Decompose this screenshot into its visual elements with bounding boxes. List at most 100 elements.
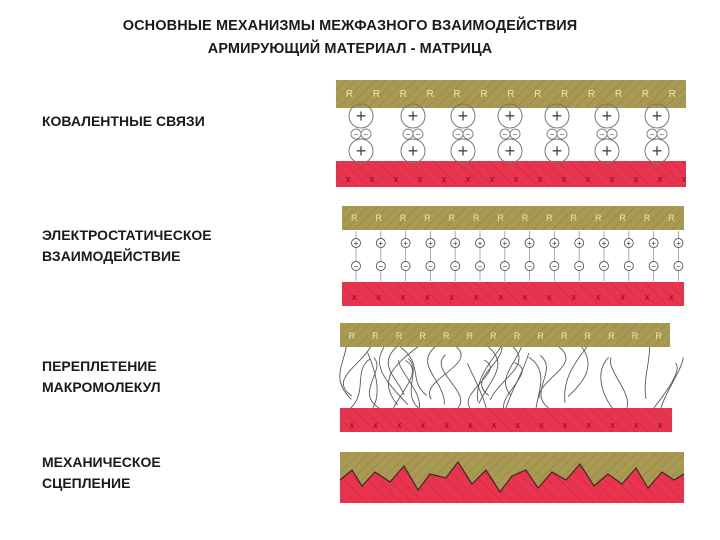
matrix-marker: x [490,174,495,184]
reinforcement-marker: R [507,89,514,100]
atom-circle [594,103,620,129]
positive-ion [425,238,436,248]
label-electrostatic: ЭЛЕКТРОСТАТИЧЕСКОЕ ВЗАИМОДЕЙСТВИЕ [42,225,212,267]
reinforcement-marker: R [546,213,553,223]
minus-charge: − [364,130,369,139]
negative-ion [673,261,684,271]
atom-circle [644,138,670,164]
matrix-marker: x [634,420,639,430]
matrix-marker: x [442,174,447,184]
matrix-marker: x [572,292,577,302]
macromolecule-chain [440,354,461,409]
plus-charge: + [458,106,469,126]
macromolecule-chain [398,360,420,409]
macromolecule-chain [387,346,405,396]
reinforcement-marker: R [372,331,379,341]
label-line: МАКРОМОЛЕКУЛ [42,379,161,395]
minus-charge: − [406,130,411,139]
minus-charge: − [676,262,681,271]
macromolecule-chain [387,346,418,406]
minus-charge: − [378,262,383,271]
matrix-marker: x [658,420,663,430]
macromolecule-chain [489,346,520,401]
reinforcement-marker: R [490,331,497,341]
atom-circle [544,138,570,164]
matrix-marker: x [620,292,625,302]
minus-charge: − [416,130,421,139]
matrix-marker: x [350,420,355,430]
reinforcement-marker: R [480,89,487,100]
matrix-layer-hatch [340,408,672,432]
matrix-layer-hatch [342,282,684,306]
positive-ion [400,238,411,248]
atom-circle [400,103,426,129]
matrix-marker: x [563,420,568,430]
matrix-marker: x [538,174,543,184]
negative-ion [351,261,361,271]
reinforcement-marker: R [669,89,676,100]
reinforcement-marker: R [668,213,675,223]
minus-charge: − [552,262,557,271]
macromolecule-chain [478,346,499,405]
atom-circle [544,103,570,129]
macromolecule-chain [538,346,567,399]
matrix-marker: x [586,174,591,184]
atom-circle [497,103,523,129]
matrix-marker: x [498,292,503,302]
matrix-marker: x [352,292,357,302]
reinforcement-marker: R [632,331,639,341]
negative-ion [475,261,485,271]
reinforcement-marker: R [396,331,403,341]
minus-charge: − [354,130,359,139]
reinforcement-marker: R [588,89,595,100]
atom-circle [644,103,670,129]
reinforcement-marker: R [644,213,651,223]
matrix-marker: x [468,420,473,430]
macromolecule-chain [660,357,684,409]
reinforcement-marker: R [373,89,380,100]
macromolecule-chain [467,363,487,409]
matrix-marker: x [658,174,663,184]
title-line-1: ОСНОВНЫЕ МЕХАНИЗМЫ МЕЖФАЗНОГО ВЗАИМОДЕЙС… [122,18,578,34]
label-line: ВЗАИМОДЕЙСТВИЕ [42,248,181,264]
electron-circle [556,128,568,140]
positive-ion [375,238,386,248]
macromolecule-chain [427,346,445,405]
plus-charge: + [408,106,419,126]
reinforcement-layer-hatch [342,206,684,230]
matrix-marker: x [466,174,471,184]
matrix-marker: x [376,292,381,302]
positive-ion [549,238,560,248]
plus-charge: + [505,106,516,126]
minus-charge: − [600,130,605,139]
matrix-marker: x [610,174,615,184]
plus-charge: + [403,239,408,248]
matrix-marker: x [669,292,674,302]
minus-charge: − [610,130,615,139]
label-entanglement: ПЕРЕПЛЕТЕНИЕ МАКРОМОЛЕКУЛ [42,356,161,398]
negative-ion [450,261,461,271]
reinforcement-marker: R [522,213,529,223]
electron-circle [412,128,424,140]
reinforcement-marker: R [449,213,456,223]
negative-ion [425,261,436,271]
matrix-marker: x [634,174,639,184]
minus-charge: − [453,262,458,271]
positive-ion [599,238,609,248]
title-line-2: АРМИРУЮЩИЙ МАТЕРИАЛ - МАТРИЦА [207,41,493,57]
label-line: МЕХАНИЧЕСКОЕ [42,454,161,470]
plus-charge: + [602,106,613,126]
label-line: КОВАЛЕНТНЫЕ СВЯЗИ [42,113,205,129]
matrix-marker: x [394,174,399,184]
plus-charge: + [378,239,383,248]
plus-charge: + [408,141,419,161]
reinforcement-marker: R [443,331,450,341]
negative-ion [499,261,510,271]
matrix-marker: x [610,420,615,430]
reinforcement-marker: R [585,331,592,341]
electron-circle [656,128,668,140]
macromolecule-chain [600,357,613,409]
atom-circle [450,138,476,164]
reinforcement-marker: R [453,89,460,100]
atom-circle [348,103,374,129]
